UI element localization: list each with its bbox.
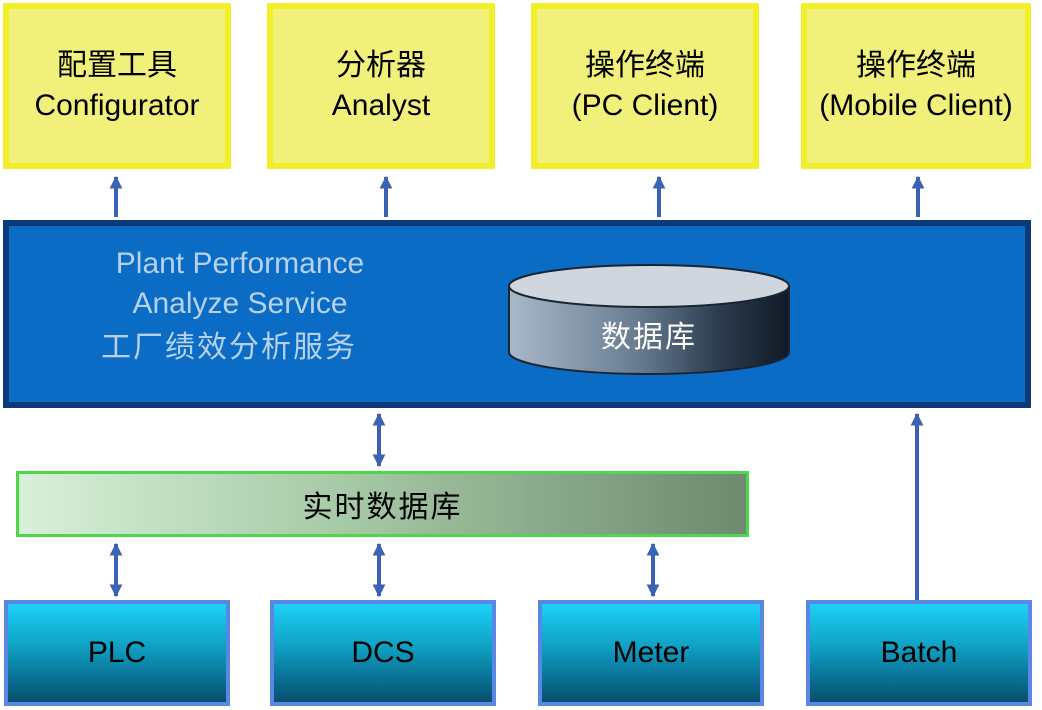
service-title-en-line1: Plant Performance [115,247,365,280]
batch-box[interactable]: Batch [806,600,1032,706]
pc-client-box[interactable]: 操作终端 (PC Client) [531,3,759,169]
plc-label: PLC [87,636,147,669]
meter-box[interactable]: Meter [538,600,764,706]
pc-client-cn-label: 操作终端 [585,49,705,82]
analyst-box[interactable]: 分析器 Analyst [267,3,495,169]
configurator-box[interactable]: 配置工具 Configurator [3,3,231,169]
dcs-label: DCS [351,636,415,669]
database-cylinder-icon [508,264,790,375]
pc-client-en-label: (PC Client) [571,89,719,122]
realtime-database-bar[interactable]: 实时数据库 [16,471,749,537]
configurator-cn-label: 配置工具 [57,49,177,82]
mobile-client-cn-label: 操作终端 [856,49,976,82]
analyst-en-label: Analyst [331,89,431,122]
analyst-cn-label: 分析器 [336,49,426,82]
service-title-en-line2: Analyze Service [132,287,348,320]
mobile-client-en-label: (Mobile Client) [819,89,1013,122]
mobile-client-box[interactable]: 操作终端 (Mobile Client) [801,3,1031,169]
configurator-en-label: Configurator [34,89,200,122]
realtime-database-label: 实时数据库 [302,491,463,524]
dcs-box[interactable]: DCS [270,600,496,706]
plc-box[interactable]: PLC [4,600,230,706]
meter-label: Meter [612,636,690,669]
batch-label: Batch [880,636,958,669]
database-label: 数据库 [601,321,697,354]
service-title-cn: 工厂绩效分析服务 [101,331,357,364]
